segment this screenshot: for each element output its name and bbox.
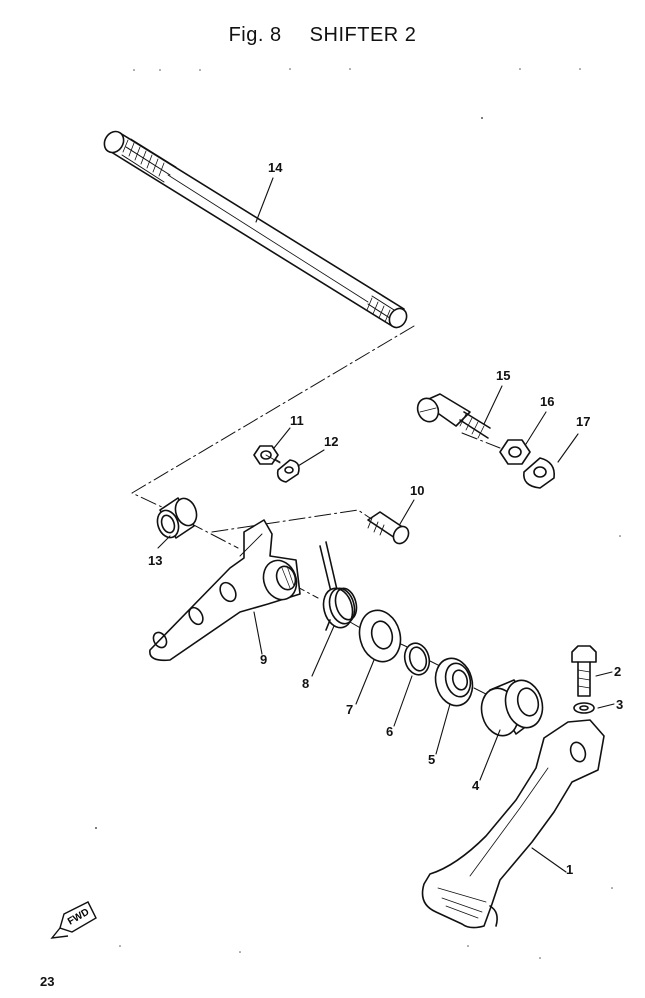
callout-14: 14	[268, 160, 283, 175]
page-number: 23	[40, 974, 55, 989]
part-5-oil-seal	[434, 657, 474, 707]
part-1-shift-pedal	[421, 719, 605, 929]
callout-10: 10	[410, 483, 424, 498]
callout-15: 15	[496, 368, 510, 383]
callout-6: 6	[386, 724, 393, 739]
part-16-nut	[499, 439, 531, 465]
callout-13: 13	[148, 553, 162, 568]
part-8-return-spring	[319, 541, 358, 631]
callout-12: 12	[324, 434, 338, 449]
callout-leaders	[157, 385, 615, 873]
part-17-lock-washer	[523, 457, 556, 489]
callout-4: 4	[472, 778, 480, 793]
callout-16: 16	[540, 394, 554, 409]
callout-2: 2	[614, 664, 621, 679]
callout-3: 3	[616, 697, 623, 712]
part-12-lock-washer	[276, 459, 300, 483]
part-15-pivot-bolt	[416, 393, 491, 439]
callout-17: 17	[576, 414, 590, 429]
callout-1: 1	[566, 862, 573, 877]
figure-label: Fig. 8	[228, 24, 282, 46]
callout-9: 9	[260, 652, 267, 667]
part-14-shift-shaft	[103, 130, 408, 329]
fwd-arrow-icon: FWD	[50, 901, 97, 939]
callout-8: 8	[302, 676, 309, 691]
figure-title: Fig. 8 SHIFTER 2	[0, 24, 645, 47]
part-3-washer	[573, 702, 595, 714]
callout-5: 5	[428, 752, 435, 767]
part-2-bolt	[571, 645, 597, 697]
part-13-collar	[156, 497, 198, 539]
part-9-shift-arm	[149, 519, 301, 662]
assembly-centerlines	[131, 325, 581, 713]
part-10-bolt	[367, 511, 410, 545]
leader-14	[255, 177, 274, 223]
scan-noise	[95, 68, 621, 959]
part-11-nut	[253, 445, 281, 465]
callout-11: 11	[290, 413, 304, 428]
part-7-washer	[358, 609, 402, 663]
part-6-circlip	[403, 642, 431, 676]
figure-name: SHIFTER 2	[309, 24, 417, 46]
part-4-bushing	[480, 679, 544, 737]
callout-7: 7	[346, 702, 353, 717]
